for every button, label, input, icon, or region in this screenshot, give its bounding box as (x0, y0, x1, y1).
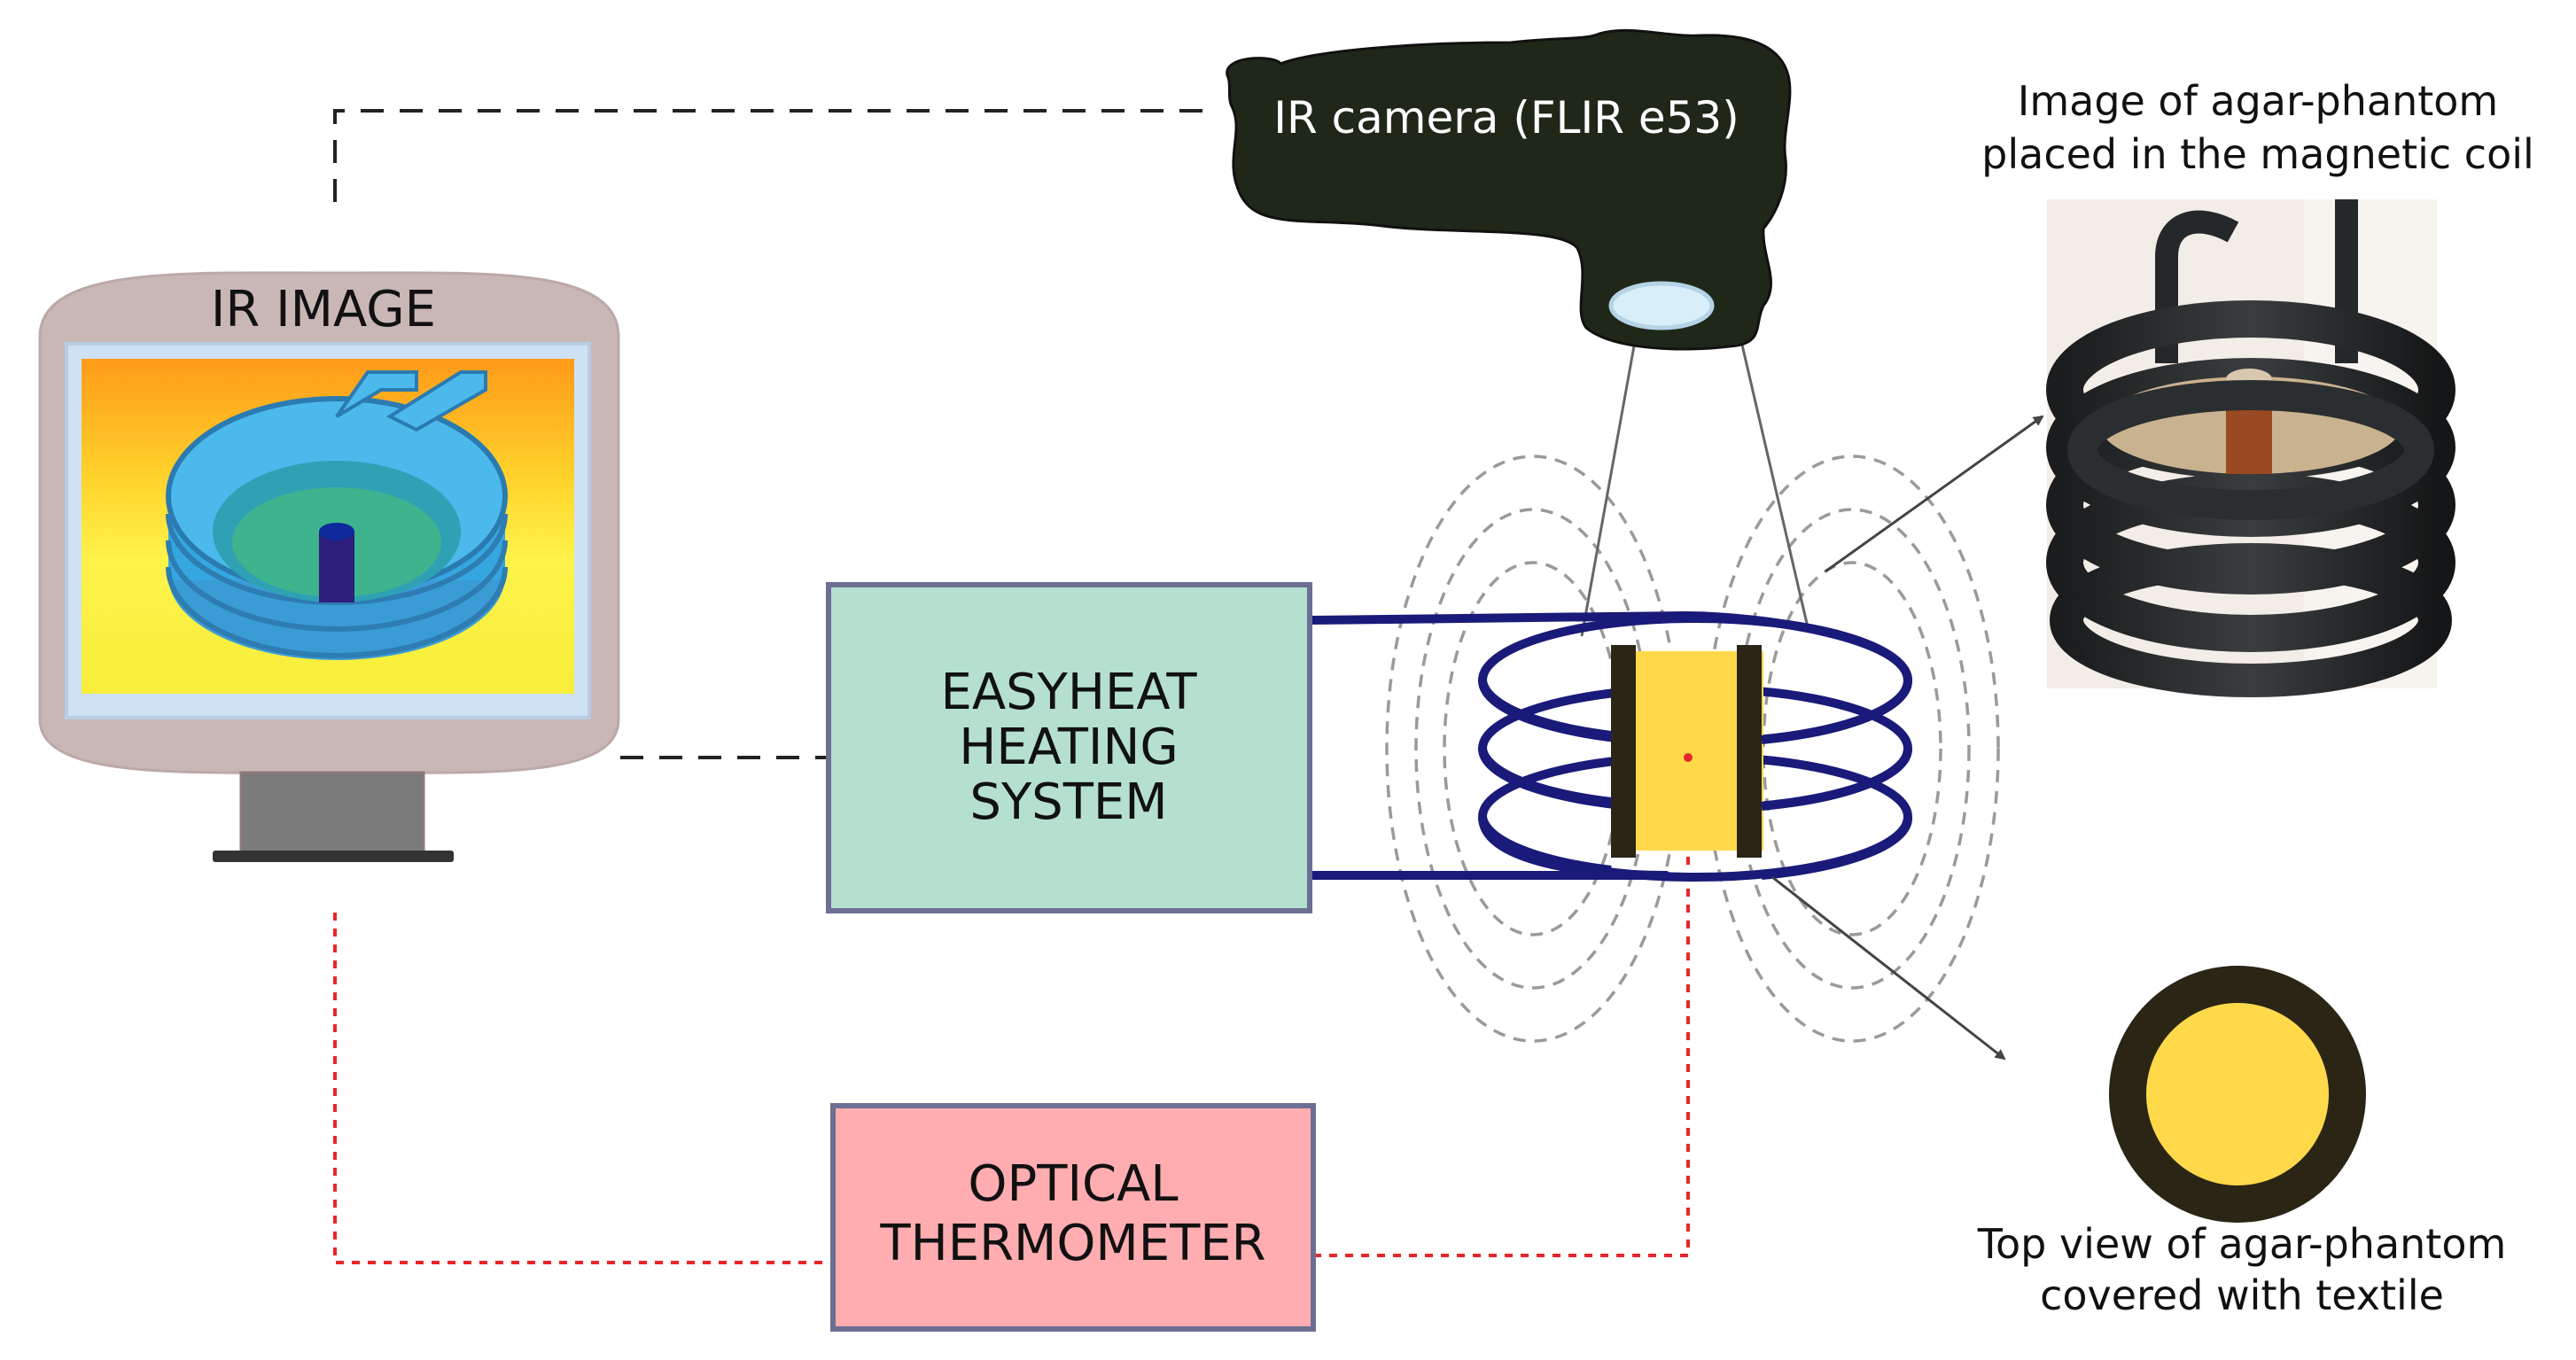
heating-system-box: EASYHEAT HEATING SYSTEM (826, 582, 1312, 913)
camera-label: IR camera (FLIR e53) (1273, 92, 1739, 144)
thermometer-to-phantom-probe-link (1313, 760, 1690, 1257)
arrow-to-photo (1825, 415, 2044, 573)
monitor-stand (239, 771, 425, 856)
agar-phantom-coil-photo (2046, 199, 2455, 697)
heating-system-line1: EASYHEAT (940, 664, 1197, 721)
arrow-to-top-view (1771, 875, 2006, 1061)
photo-caption-line2: placed in the magnetic coil (1981, 130, 2534, 178)
heating-system-line2: HEATING (959, 719, 1178, 776)
thermometer-line2: THERMOMETER (879, 1215, 1265, 1272)
topview-caption-line1: Top view of agar-phantom (1977, 1220, 2507, 1268)
ir-thermal-image (82, 359, 574, 694)
thermometer-line1: OPTICAL (968, 1155, 1178, 1213)
monitor-to-thermometer-link (333, 913, 833, 1264)
camera-view-lines (1580, 340, 1809, 637)
optical-thermometer-box: OPTICAL THERMOMETER (830, 1103, 1316, 1332)
monitor-title: IR IMAGE (211, 281, 436, 338)
coil-front-strands (1478, 680, 1913, 880)
monitor: IR IMAGE (38, 271, 620, 862)
agar-phantom-top-view (2109, 966, 2366, 1223)
photo-caption-line1: Image of agar-phantom (2018, 77, 2498, 125)
camera-to-monitor-link (333, 109, 1218, 202)
agar-phantom-side-view (1611, 645, 1763, 858)
monitor-base (213, 851, 454, 862)
camera-lens-icon (1608, 281, 1715, 330)
topview-caption-line2: covered with textile (2040, 1271, 2444, 1319)
heating-system-line3: SYSTEM (969, 773, 1167, 831)
optical-probe-tip (1684, 753, 1693, 762)
ir-camera: IR camera (FLIR e53) (1226, 28, 1792, 351)
